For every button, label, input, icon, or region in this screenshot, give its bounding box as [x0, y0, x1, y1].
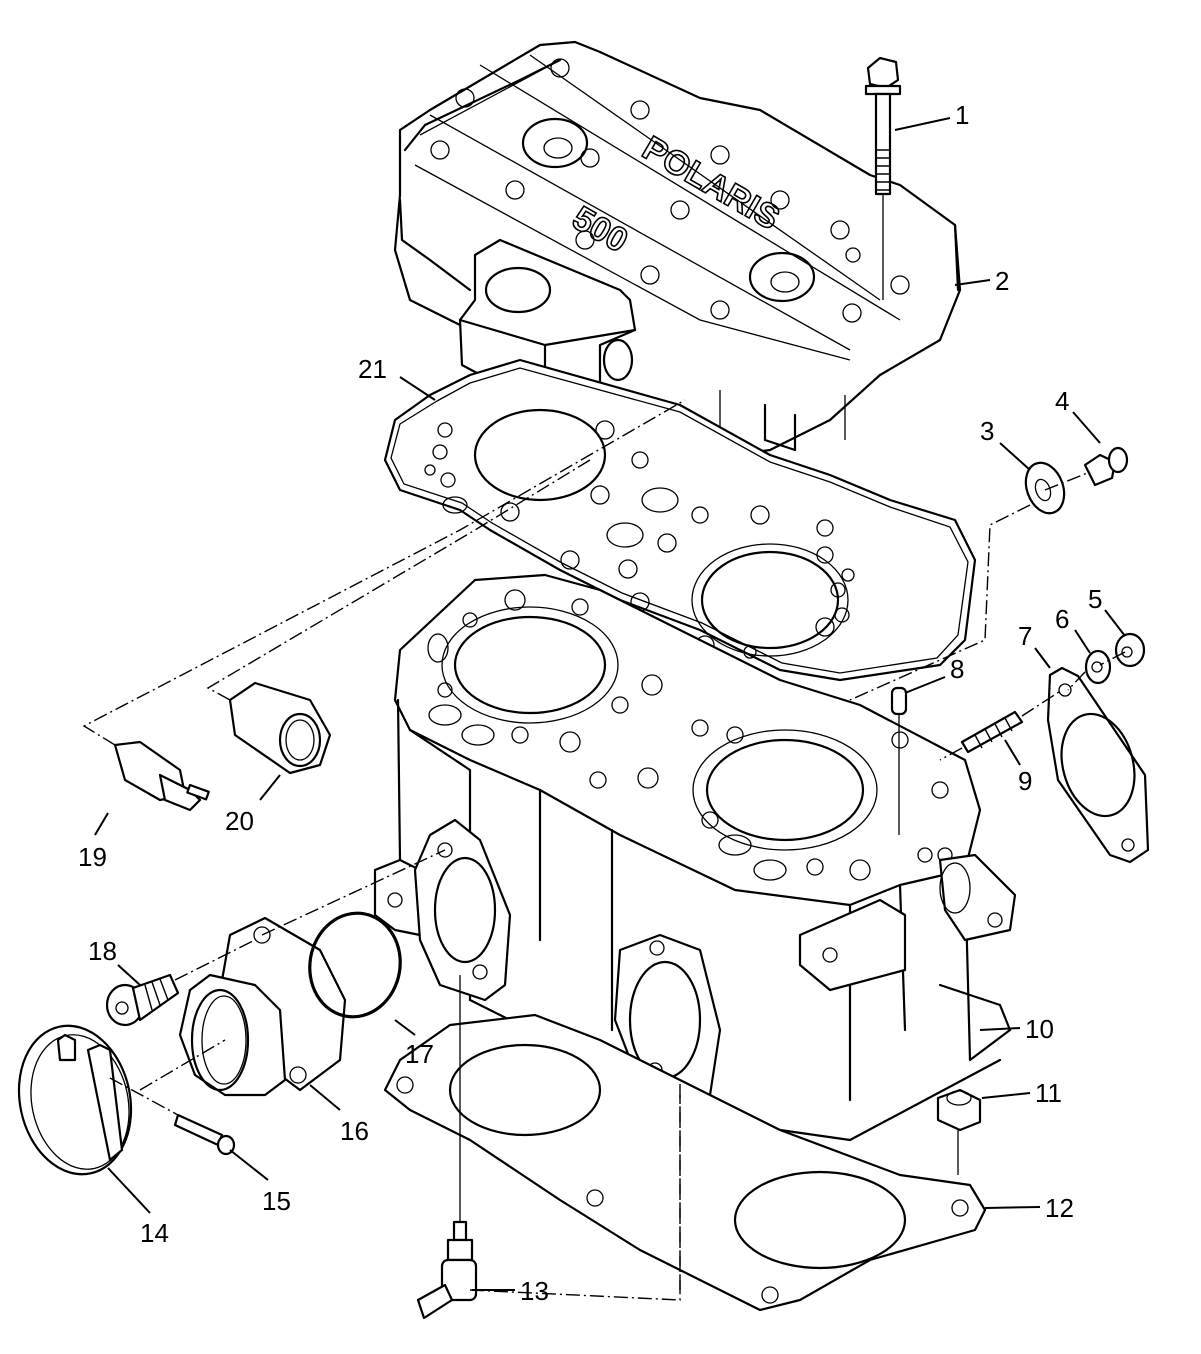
clamp[interactable]: [6, 1015, 145, 1185]
callout-4: 4: [1055, 386, 1069, 416]
clamp-screw[interactable]: [173, 1113, 236, 1156]
callout-8: 8: [950, 654, 964, 684]
callout-3: 3: [980, 416, 994, 446]
callout-11: 11: [1035, 1078, 1062, 1108]
callout-13: 13: [520, 1276, 549, 1306]
callout-6: 6: [1055, 604, 1069, 634]
deck-holes: [427, 589, 953, 881]
socket-head-bolt[interactable]: [105, 973, 180, 1027]
lock-washer[interactable]: [1084, 649, 1112, 685]
callout-16: 16: [340, 1116, 369, 1146]
leader-lines: [94, 117, 1126, 1291]
head-gasket[interactable]: [383, 358, 977, 682]
callout-18: 18: [88, 936, 117, 966]
sleeve-fitting[interactable]: [228, 681, 332, 775]
callout-14: 14: [140, 1218, 169, 1248]
callout-10: 10: [1025, 1014, 1054, 1044]
callout-21: 21: [358, 354, 387, 384]
callout-20: 20: [225, 806, 254, 836]
nut[interactable]: [1114, 632, 1146, 668]
washer[interactable]: [1019, 457, 1071, 518]
intake-flange-left: [413, 818, 512, 1002]
callout-7: 7: [1018, 621, 1032, 651]
flange-nut[interactable]: [936, 1088, 982, 1175]
callout-12: 12: [1045, 1193, 1074, 1223]
elbow-fitting[interactable]: [416, 975, 478, 1320]
callout-17: 17: [405, 1039, 434, 1069]
callout-2: 2: [995, 266, 1009, 296]
callout-15: 15: [262, 1186, 291, 1216]
drain-bolt[interactable]: [1083, 446, 1129, 487]
callout-19: 19: [78, 842, 107, 872]
base-gasket[interactable]: [383, 1013, 987, 1312]
callout-labels: 1 2 3 4 5 6 7 8 9 10 11 12 13 14 15 16 1…: [78, 100, 1102, 1306]
o-ring[interactable]: [302, 906, 409, 1024]
callout-1: 1: [955, 100, 969, 130]
callout-5: 5: [1088, 584, 1102, 614]
head-bolt[interactable]: [864, 56, 902, 300]
dowel-pin[interactable]: [890, 686, 908, 835]
temperature-sensor[interactable]: [113, 740, 210, 812]
callout-9: 9: [1018, 766, 1032, 796]
exhaust-gasket[interactable]: [1046, 666, 1150, 864]
intake-adapter[interactable]: [178, 916, 347, 1097]
stud[interactable]: [960, 710, 1024, 754]
